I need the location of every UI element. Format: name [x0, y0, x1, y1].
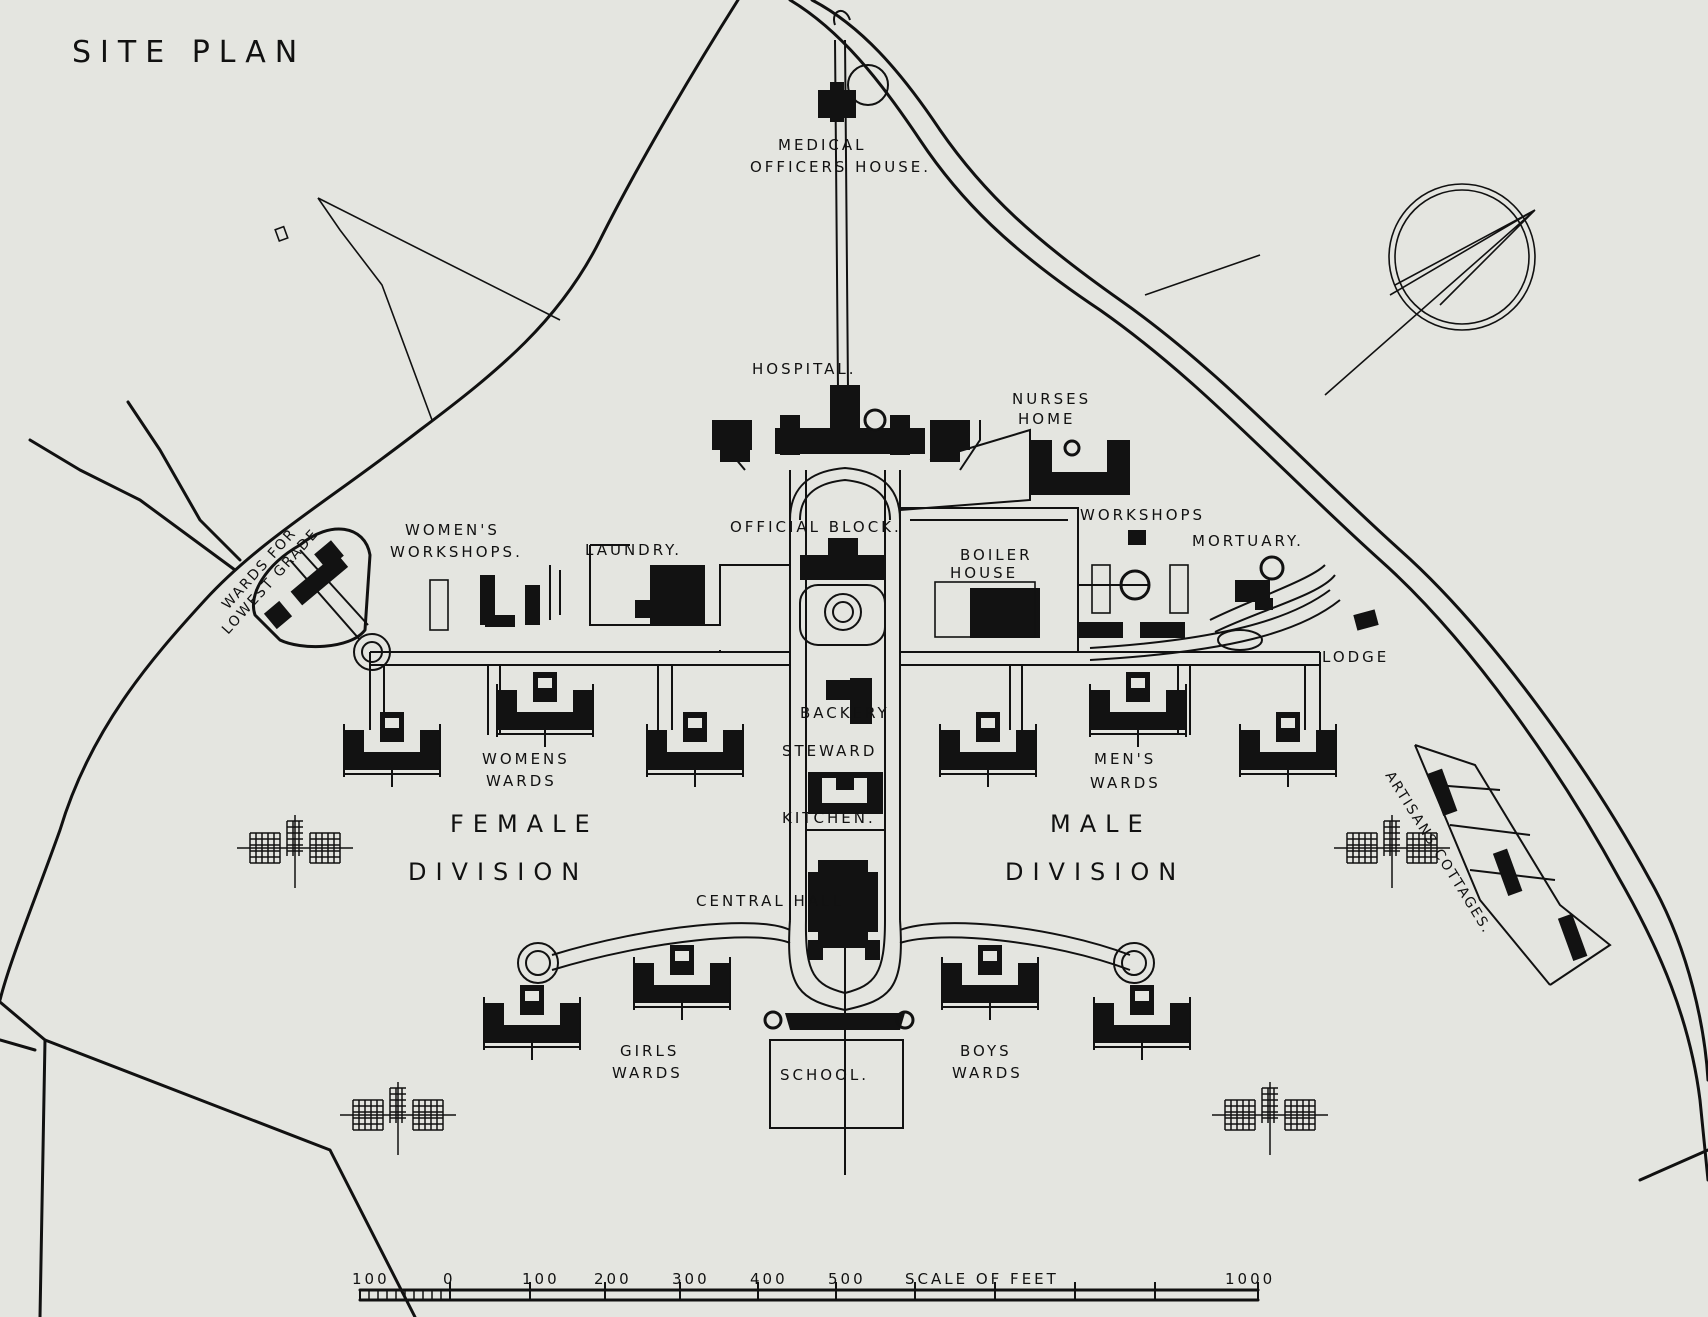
label-nurses-home-2: HOME — [1018, 410, 1076, 428]
label-girls-wards: GIRLS — [620, 1042, 679, 1060]
ward-pavilion — [633, 945, 731, 1020]
proposed-ward-grid — [340, 1082, 456, 1155]
label-mens-wards-2: WARDS — [1090, 774, 1161, 792]
medical-officers-house-building — [818, 82, 856, 122]
label-mens-wards: MEN'S — [1094, 750, 1156, 768]
label-workshops: WORKSHOPS — [1080, 506, 1205, 524]
lodge-building — [1353, 609, 1379, 631]
bakery-building — [826, 678, 872, 724]
label-central-hall: CENTRAL HALL — [696, 892, 844, 910]
label-boys-wards-2: WARDS — [952, 1064, 1023, 1082]
scale-label-100: 100 — [522, 1270, 560, 1288]
mortuary-building — [1235, 555, 1285, 610]
scale-label-100-left: 100 — [352, 1270, 390, 1288]
ward-pavilion — [483, 985, 581, 1060]
label-boiler-house: BOILER — [960, 546, 1033, 564]
north-arrow-icon — [1324, 183, 1536, 396]
label-male-division: MALE — [1050, 810, 1152, 838]
proposed-ward-grid — [1212, 1082, 1328, 1155]
scale-label-0: 0 — [443, 1270, 456, 1288]
label-nurses-home: NURSES — [1012, 390, 1091, 408]
scale-caption: SCALE OF FEET — [905, 1270, 1059, 1288]
ward-pavilion — [939, 712, 1037, 787]
proposed-ward-grid — [237, 815, 353, 888]
boiler-house-building — [934, 581, 1040, 638]
label-backery: BACKERY — [800, 704, 890, 722]
label-official-block: OFFICIAL BLOCK. — [730, 518, 902, 536]
ward-pavilion — [496, 672, 594, 747]
label-kitchen: KITCHEN. — [782, 809, 876, 827]
scale-label-300: 300 — [672, 1270, 710, 1288]
ward-pavilion — [1239, 712, 1337, 787]
label-laundry: LAUNDRY. — [585, 541, 682, 559]
ward-pavilions — [343, 672, 1337, 1060]
label-female-division: FEMALE — [450, 810, 599, 838]
scale-bar: 100 0 100 200 300 400 500 SCALE OF FEET … — [352, 1270, 1275, 1302]
school-building — [763, 1010, 915, 1030]
label-male-division-2: DIVISION — [1005, 858, 1185, 886]
label-boys-wards: BOYS — [960, 1042, 1012, 1060]
artisans-cottages-buildings — [1427, 768, 1588, 962]
label-womens-wards-2: WARDS — [486, 772, 557, 790]
label-female-division-2: DIVISION — [408, 858, 588, 886]
ward-pavilion — [1093, 985, 1191, 1060]
ward-pavilion — [646, 712, 744, 787]
ward-pavilion — [1089, 672, 1187, 747]
label-womens-wards: WOMENS — [482, 750, 570, 768]
nurses-home-building — [1030, 439, 1130, 495]
label-medical-officers-house-2: OFFICERS HOUSE. — [750, 158, 931, 176]
label-womens-workshops-2: WORKSHOPS. — [390, 543, 523, 561]
label-lodge: LODGE — [1322, 648, 1389, 666]
buildings — [252, 82, 1379, 1030]
scale-label-400: 400 — [750, 1270, 788, 1288]
kitchen-building — [808, 772, 883, 814]
label-steward: STEWARD — [782, 742, 877, 760]
official-block-building — [800, 538, 885, 580]
map-title: SITE PLAN — [72, 35, 306, 70]
womens-workshops-building — [429, 575, 540, 631]
hospital-building — [712, 385, 970, 462]
future-ward-grids — [237, 815, 1450, 1155]
proposed-ward-grid — [1334, 815, 1450, 888]
central-hall-building — [808, 860, 880, 960]
laundry-building — [635, 565, 705, 625]
label-medical-officers-house: MEDICAL — [778, 136, 867, 154]
label-womens-workshops: WOMEN'S — [405, 521, 500, 539]
scale-label-200: 200 — [594, 1270, 632, 1288]
ward-pavilion — [343, 712, 441, 787]
label-hospital: HOSPITAL. — [752, 360, 856, 378]
workshops-building — [1078, 530, 1189, 638]
ward-pavilion — [941, 945, 1039, 1020]
label-girls-wards-2: WARDS — [612, 1064, 683, 1082]
lowest-grade-wards-building — [252, 527, 372, 649]
label-mortuary: MORTUARY. — [1192, 532, 1304, 550]
label-boiler-house-2: HOUSE — [950, 564, 1018, 582]
scale-label-1000: 1000 — [1225, 1270, 1275, 1288]
scale-label-500: 500 — [828, 1270, 866, 1288]
label-school: SCHOOL. — [780, 1066, 869, 1084]
